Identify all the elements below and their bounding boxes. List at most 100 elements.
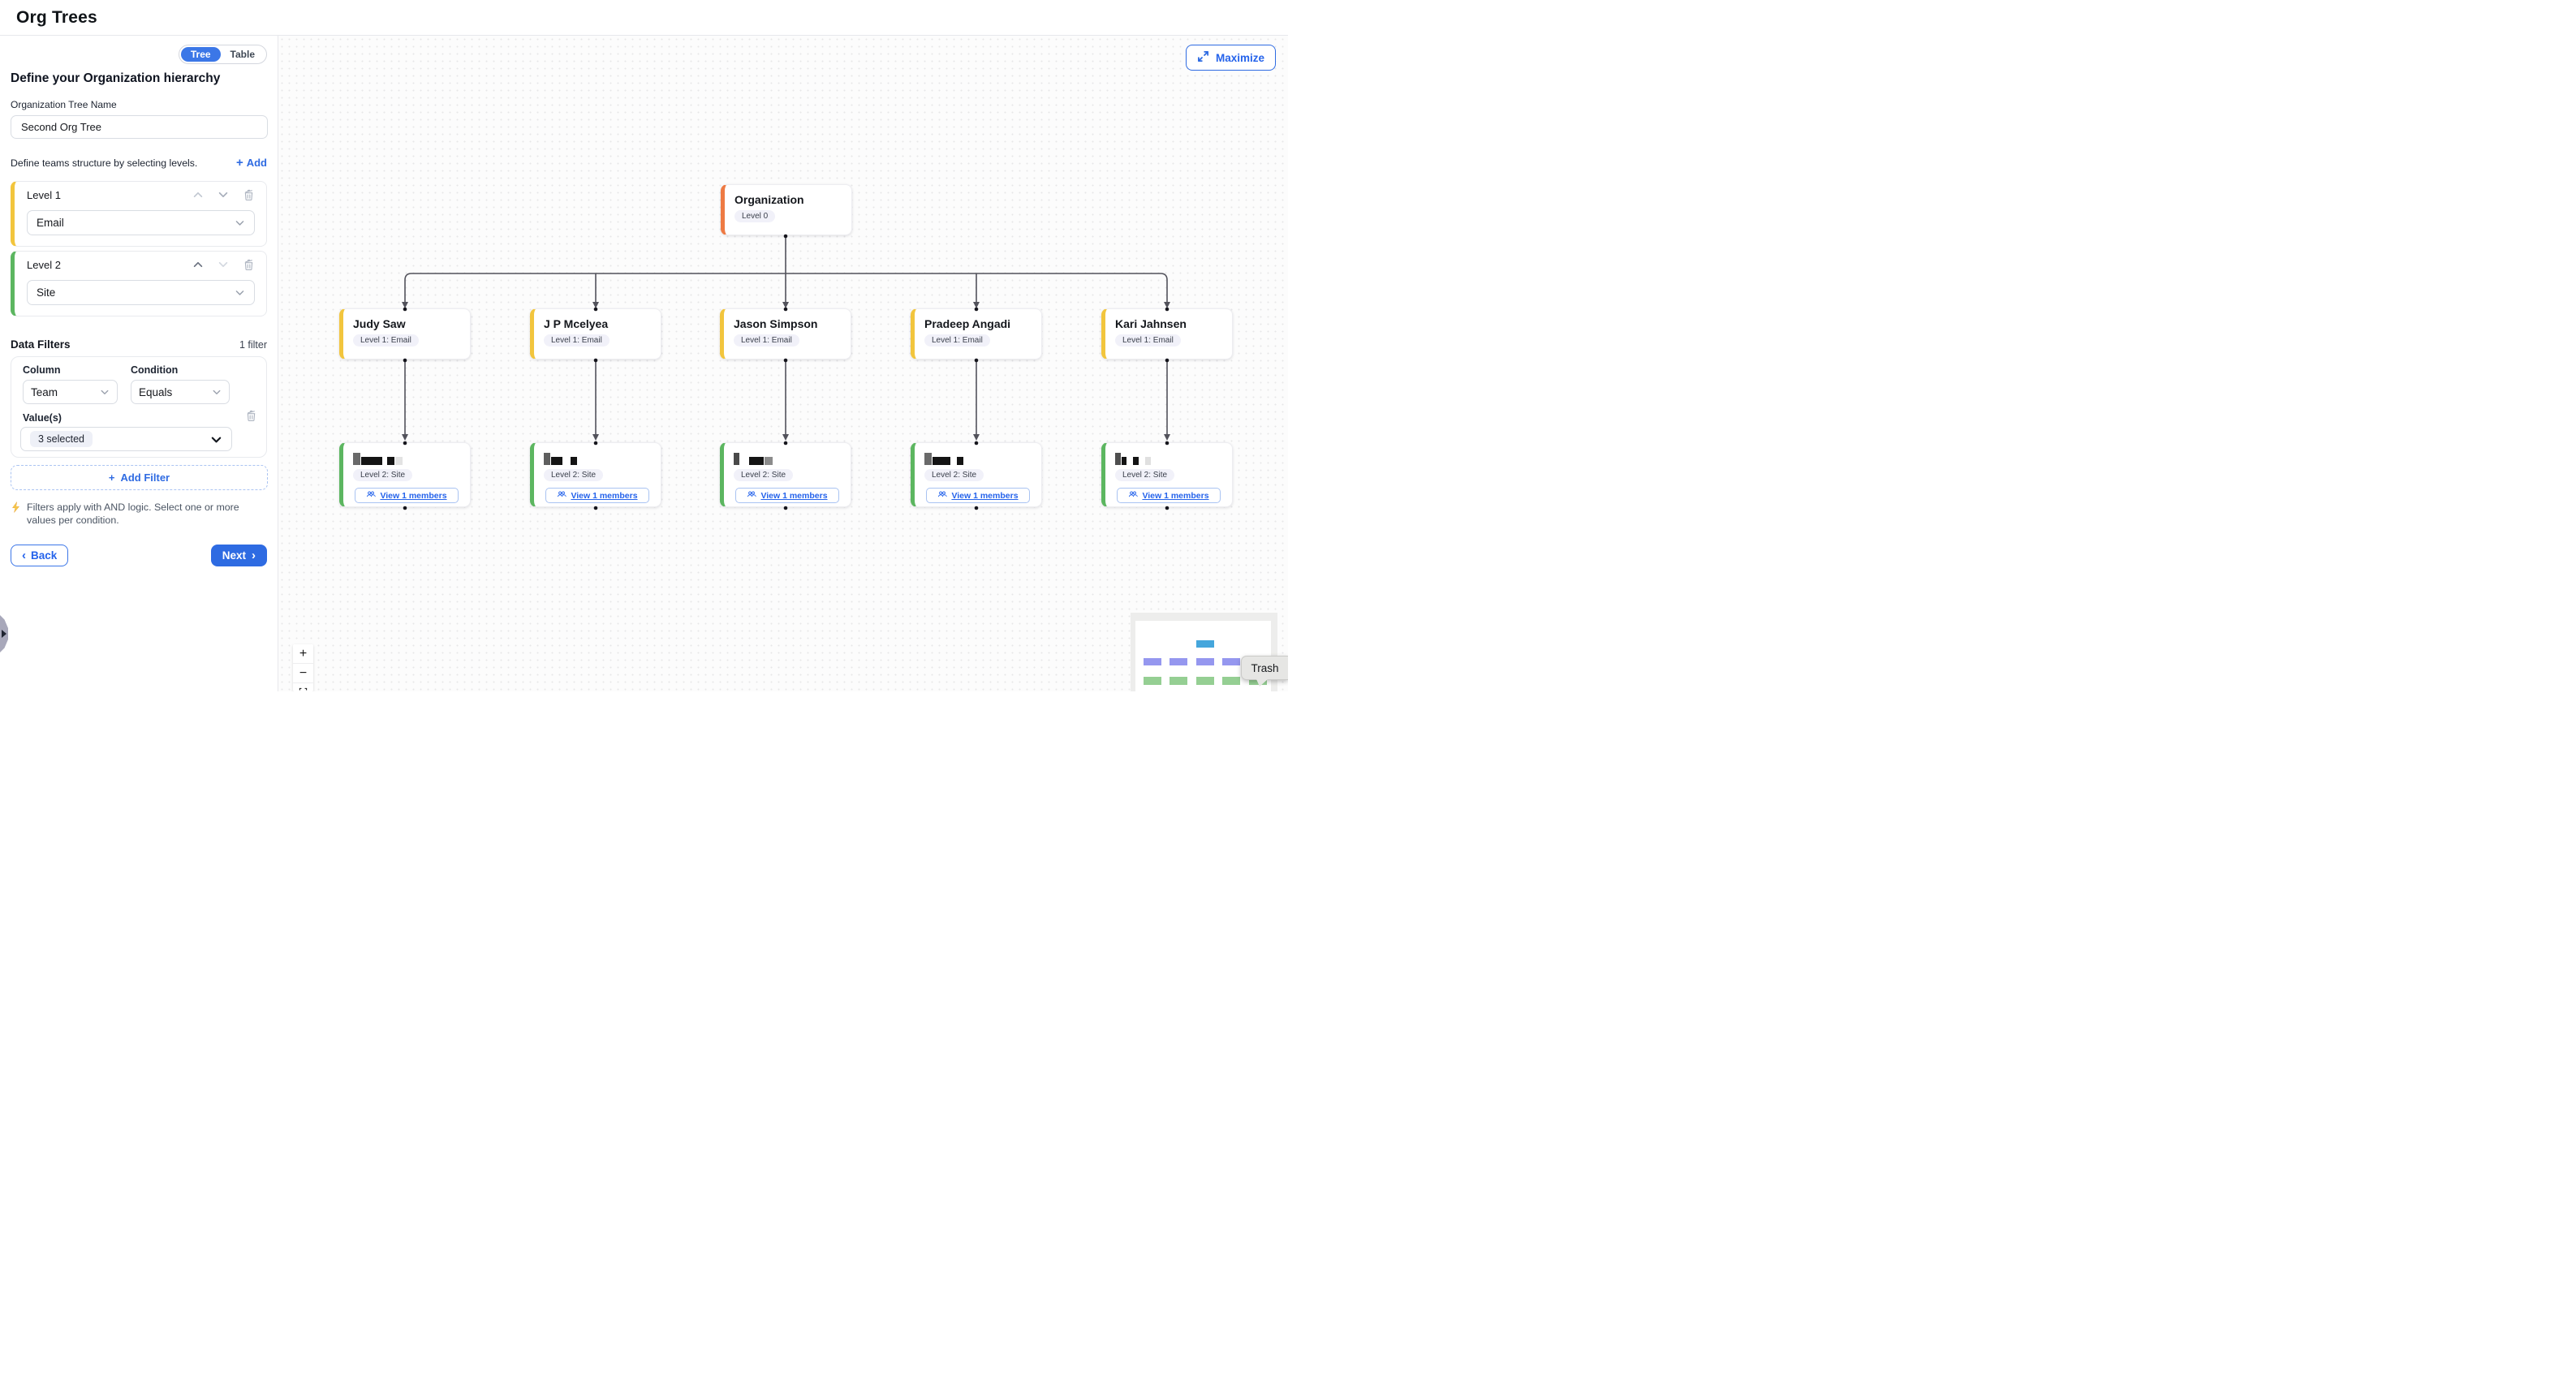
lightning-icon [11, 501, 21, 527]
level-2-select[interactable]: Site [27, 280, 255, 305]
minimap-node-root [1196, 640, 1214, 648]
org-node-level2[interactable]: Level 2: Site View 1 members [1101, 442, 1233, 507]
org-node-level1[interactable]: J P Mcelyea Level 1: Email [530, 308, 661, 359]
condition-select[interactable]: Equals [131, 380, 230, 404]
zoom-in-button[interactable]: + [293, 644, 313, 664]
column-label: Column [23, 364, 61, 376]
filters-note: Filters apply with AND logic. Select one… [11, 501, 254, 527]
node-level-badge: Level 1: Email [353, 334, 419, 347]
move-down-button[interactable] [218, 189, 229, 203]
chevron-up-icon [192, 259, 204, 273]
node-title: Kari Jahnsen [1115, 317, 1187, 330]
users-icon [937, 489, 948, 502]
values-select[interactable]: 3 selected [20, 427, 232, 451]
minimap-node [1196, 658, 1214, 665]
level-card-2: Level 2 Site [11, 251, 267, 316]
view-members-button[interactable]: View 1 members [1117, 488, 1221, 503]
expand-icon [1197, 50, 1209, 65]
delete-level-button[interactable] [243, 188, 255, 204]
org-node-level1[interactable]: Pradeep Angadi Level 1: Email [911, 308, 1042, 359]
org-node-level1[interactable]: Judy Saw Level 1: Email [339, 308, 471, 359]
users-icon [366, 489, 377, 502]
zoom-out-button[interactable]: − [293, 664, 313, 683]
back-button[interactable]: ‹ Back [11, 545, 69, 567]
view-members-button[interactable]: View 1 members [355, 488, 459, 503]
minimap-node [1170, 658, 1187, 665]
chevron-down-icon [235, 217, 245, 228]
org-trees-app: Org Trees Tree Table Define your Organiz… [0, 0, 1288, 691]
org-node-level2[interactable]: Level 2: Site View 1 members [720, 442, 851, 507]
chevron-down-icon [218, 189, 229, 203]
org-tree-canvas[interactable]: Maximize Organization Level 0 Judy Saw L… [278, 36, 1288, 691]
level-1-select[interactable]: Email [27, 210, 255, 235]
node-level-badge: Level 1: Email [1115, 334, 1181, 347]
next-button[interactable]: Next › [210, 545, 267, 567]
node-title: Jason Simpson [734, 317, 818, 330]
app-header: Org Trees [0, 0, 1288, 36]
move-up-button[interactable] [192, 189, 204, 203]
tooltip-tail [1256, 679, 1268, 687]
page-title: Org Trees [16, 7, 97, 27]
column-select[interactable]: Team [23, 380, 118, 404]
view-members-button[interactable]: View 1 members [926, 488, 1030, 503]
delete-filter-button[interactable] [245, 409, 257, 424]
level-label: Level 2 [27, 259, 61, 271]
add-filter-button[interactable]: + Add Filter [11, 465, 268, 490]
plus-icon: + [108, 471, 115, 484]
trash-tooltip: Trash [1241, 656, 1288, 687]
add-level-button[interactable]: + Add [235, 156, 267, 170]
toggle-tree[interactable]: Tree [180, 47, 221, 62]
node-title: J P Mcelyea [544, 317, 609, 330]
fit-view-button[interactable] [293, 683, 313, 691]
redacted-name [1115, 453, 1232, 465]
move-up-button[interactable] [192, 259, 204, 273]
view-members-button[interactable]: View 1 members [735, 488, 839, 503]
redacted-name [924, 453, 1041, 465]
selected-count-chip: 3 selected [30, 431, 93, 447]
view-members-button[interactable]: View 1 members [545, 488, 649, 503]
move-down-button[interactable] [218, 259, 229, 273]
tree-name-label: Organization Tree Name [11, 99, 117, 110]
chevron-up-icon [192, 189, 204, 203]
trash-tooltip-label: Trash [1251, 661, 1279, 674]
chevron-right-icon: › [252, 549, 256, 563]
node-level-badge: Level 2: Site [544, 469, 604, 481]
plus-icon: + [235, 156, 243, 170]
view-toggle: Tree Table [11, 45, 267, 64]
node-title: Pradeep Angadi [924, 317, 1011, 330]
minimap-node [1222, 658, 1240, 665]
users-icon [557, 489, 567, 502]
toggle-table[interactable]: Table [230, 49, 255, 60]
node-level-badge: Level 2: Site [734, 469, 794, 481]
minimap-node [1144, 677, 1161, 685]
condition-label: Condition [131, 364, 179, 376]
minimap-node [1196, 677, 1214, 685]
org-node-level2[interactable]: Level 2: Site View 1 members [339, 442, 471, 507]
org-node-level2[interactable]: Level 2: Site View 1 members [911, 442, 1042, 507]
filter-card: Column Condition Team Equals Value(s) 3 … [11, 356, 267, 458]
node-level-badge: Level 2: Site [353, 469, 413, 481]
level-card-1: Level 1 Email [11, 181, 267, 247]
chevron-down-icon [218, 259, 229, 273]
org-node-level1[interactable]: Jason Simpson Level 1: Email [720, 308, 851, 359]
org-node-level1[interactable]: Kari Jahnsen Level 1: Email [1101, 308, 1233, 359]
chevron-down-icon [100, 387, 110, 397]
chevron-down-icon [210, 433, 222, 446]
users-icon [1128, 489, 1139, 502]
tree-table-toggle: Tree Table [178, 45, 267, 64]
node-level-badge: Level 1: Email [544, 334, 610, 347]
chevron-down-icon [235, 287, 245, 298]
redacted-name [734, 453, 851, 465]
org-node-root[interactable]: Organization Level 0 [721, 184, 852, 235]
org-node-level2[interactable]: Level 2: Site View 1 members [530, 442, 661, 507]
trash-icon [243, 258, 255, 273]
levels-hint: Define teams structure by selecting leve… [11, 157, 198, 169]
redacted-name [353, 453, 470, 465]
tree-name-input[interactable] [11, 115, 268, 139]
maximize-button[interactable]: Maximize [1186, 45, 1277, 71]
delete-level-button[interactable] [243, 258, 255, 273]
filter-count: 1 filter [239, 339, 267, 351]
sidebar-expand-handle[interactable] [0, 615, 8, 652]
node-title: Judy Saw [353, 317, 406, 330]
tree-edges [402, 234, 1170, 510]
